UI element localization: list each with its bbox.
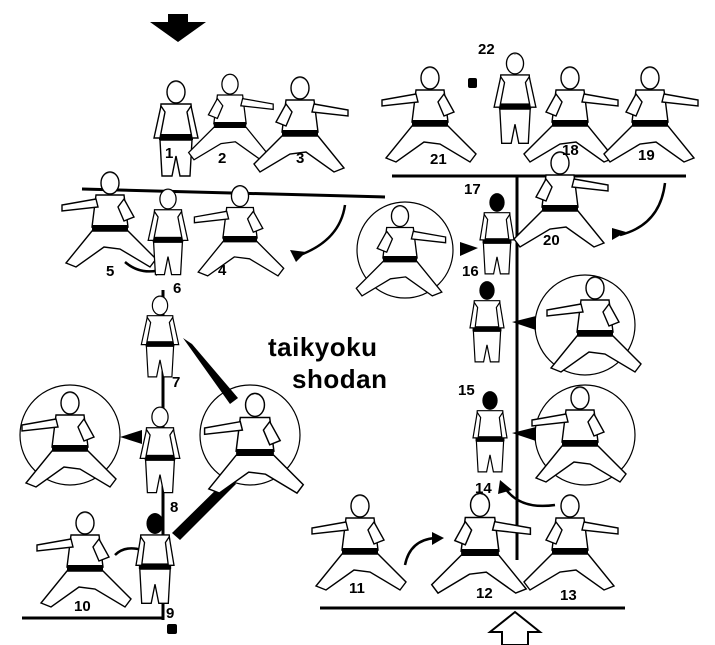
detail-circle-center [199, 384, 301, 486]
wedge-right-lower [512, 427, 536, 441]
figure-6 [147, 188, 189, 276]
figure-right-upper-detail [546, 276, 642, 373]
step-number-11: 11 [349, 580, 365, 597]
step-number-2: 2 [218, 150, 226, 167]
wedge-right-upper [512, 316, 536, 330]
step-number-21: 21 [430, 151, 447, 168]
step-number-4: 4 [218, 262, 227, 279]
step-number-17: 17 [464, 181, 481, 198]
figure-11 [311, 494, 407, 591]
step-number-5: 5 [106, 263, 114, 280]
turn-marker-square-icon [468, 78, 477, 88]
figure-2 [187, 73, 274, 161]
wedge-16 [460, 242, 478, 256]
wedge-7 [183, 338, 238, 404]
figure-7 [140, 295, 180, 378]
figure-1 [153, 80, 199, 177]
figure-14 [472, 390, 508, 473]
step-number-12: 12 [476, 585, 493, 602]
step-number-14: 14 [475, 480, 492, 497]
figure-15 [469, 280, 505, 363]
figure-4 [193, 184, 285, 277]
step-number-3: 3 [296, 150, 304, 167]
step-number-20: 20 [543, 232, 560, 249]
figure-center-detail [203, 392, 305, 494]
step-numbers: 1 2 3 4 5 6 7 8 9 10 11 12 13 14 15 16 1… [74, 41, 655, 622]
step-number-10: 10 [74, 598, 91, 615]
figure-20 [513, 151, 609, 248]
figure-9 [135, 512, 175, 604]
figure-5 [61, 171, 157, 268]
figure-16-detail [355, 204, 447, 297]
figure-22 [493, 52, 537, 144]
end-marker-square-icon [167, 624, 177, 634]
detail-circle-16 [356, 201, 454, 299]
figure-left-detail [21, 391, 117, 488]
step-number-1: 1 [165, 145, 173, 162]
figure-10 [36, 511, 132, 608]
step-number-13: 13 [560, 587, 577, 604]
step-number-8: 8 [170, 499, 178, 516]
step-number-22: 22 [478, 41, 495, 58]
figure-13 [523, 494, 619, 591]
end-arrow-up-outline-icon [487, 610, 543, 645]
step-number-16: 16 [462, 263, 479, 280]
step-number-15: 15 [458, 382, 475, 399]
wedge-left [120, 430, 142, 444]
step-number-19: 19 [638, 147, 655, 164]
figure-21 [381, 66, 477, 163]
step-number-9: 9 [166, 605, 174, 622]
start-arrow-icon [150, 14, 206, 42]
kata-title-line1: taikyoku [268, 332, 378, 362]
kata-title-line2: shodan [292, 364, 387, 394]
step-number-6: 6 [173, 280, 181, 297]
figure-16 [479, 192, 515, 275]
figure-8 [139, 406, 181, 494]
step-number-7: 7 [172, 374, 180, 391]
detail-circle-left [19, 384, 121, 486]
figures [21, 52, 699, 608]
step-number-18: 18 [562, 142, 579, 159]
figure-right-lower-detail [531, 386, 627, 483]
